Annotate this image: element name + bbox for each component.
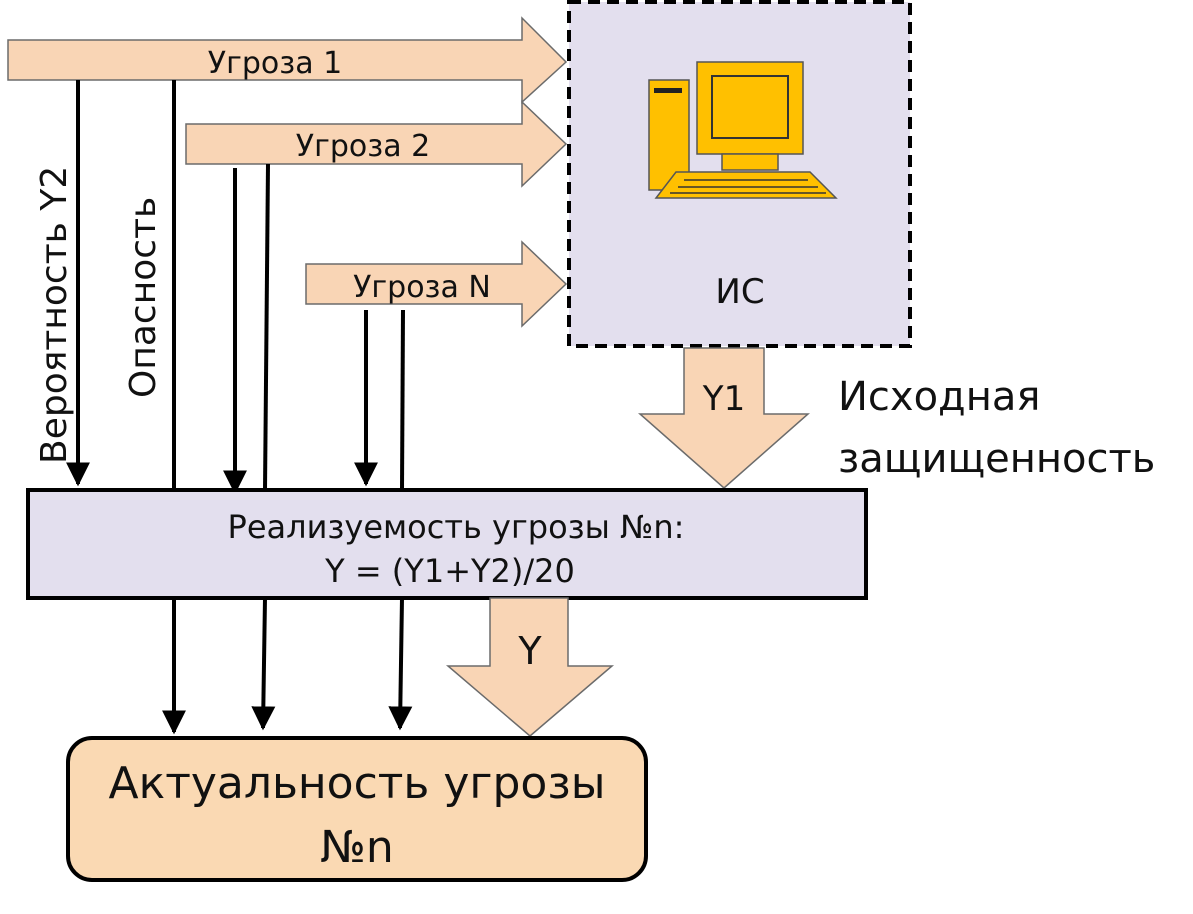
result-box-frame (66, 736, 648, 882)
formula-box-frame (26, 488, 868, 600)
keyboard-keys (670, 179, 826, 194)
initial-security-line2: защищенность (838, 436, 1155, 482)
threat-arrow-n-shape (305, 240, 568, 328)
input-connectors (66, 80, 405, 495)
y1-arrow: Y1 (638, 347, 810, 489)
result-line1: Актуальность угрозы (109, 758, 606, 809)
formula-line2: Y = (Y1+Y2)/20 (324, 552, 575, 590)
threat-arrow-2-shape (185, 100, 568, 188)
y-label: Y (517, 629, 542, 673)
is-box: ИС (567, 0, 912, 348)
computer-tower-slot (654, 88, 682, 93)
danger-label: Опасность (123, 197, 164, 398)
result-box: Актуальность угрозы №n (66, 736, 648, 882)
threat-arrow-1: Угроза 1 (7, 16, 568, 104)
computer-keyboard (654, 171, 838, 199)
threat-2-label: Угроза 2 (296, 129, 430, 164)
danger-connector-n (400, 309, 405, 491)
threat-arrow-n: Угроза N (305, 240, 568, 328)
threat-n-label: Угроза N (353, 270, 491, 305)
y1-arrow-shape (638, 347, 810, 489)
output-connector-3 (388, 597, 413, 731)
probability-label: Вероятность Y2 (34, 166, 75, 464)
y1-label: Y1 (702, 379, 745, 419)
output-connector-2 (251, 597, 276, 731)
threat-1-label: Угроза 1 (208, 46, 342, 81)
computer-screen (711, 75, 789, 139)
is-label: ИС (715, 272, 764, 312)
y-arrow-shape (445, 597, 615, 737)
y-arrow: Y (445, 597, 615, 737)
initial-security-line1: Исходная (838, 374, 1040, 420)
computer-icon (648, 61, 838, 199)
threat-arrow-1-shape (7, 16, 568, 104)
threat-arrow-2: Угроза 2 (185, 100, 568, 188)
danger-connector-2 (263, 163, 270, 491)
computer-stand (721, 153, 779, 171)
output-connectors (162, 597, 413, 735)
formula-line1: Реализуемость угрозы №n: (228, 508, 685, 546)
formula-box: Реализуемость угрозы №n: Y = (Y1+Y2)/20 (26, 488, 868, 600)
result-line2: №n (320, 822, 394, 873)
